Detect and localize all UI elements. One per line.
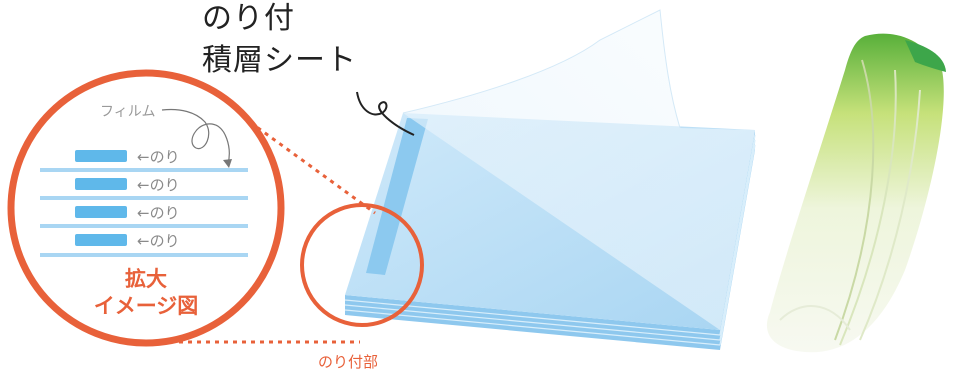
glue-label: ←のり [137,204,180,222]
film-curl-arrowhead [223,159,232,168]
title-line-1: のり付 [202,1,295,36]
glue-label: ←のり [137,232,180,250]
glue-strip [366,118,428,275]
title-line-2: 積層シート [202,43,357,78]
cabbage-tip [905,40,946,72]
zoom-caption-line-2: イメージ図 [93,294,199,318]
glue-block [75,178,127,190]
cabbage-body [766,33,944,353]
zoom-connector-top [242,115,376,215]
sheet-layer [40,196,248,200]
sheet-layer [40,224,248,228]
sheet-stack [344,9,756,350]
glue-label: ←のり [137,176,180,194]
glue-block [75,234,127,246]
zoom-caption-line-1: 拡大 [125,267,167,291]
peeling-film [403,10,755,330]
zoom-circle [7,69,285,347]
glue-block [75,150,127,162]
film-curl-arrow [161,108,230,165]
glue-area-label: のり付部 [318,353,379,371]
cabbage-illustration [766,33,946,353]
zoom-layers [40,150,248,257]
sheet-layer [40,253,248,257]
sheet-layer [40,168,248,172]
title-pointer-line [356,91,415,136]
glue-block [75,206,127,218]
glue-label: ←のり [137,148,180,166]
film-label: フィルム [100,104,156,120]
